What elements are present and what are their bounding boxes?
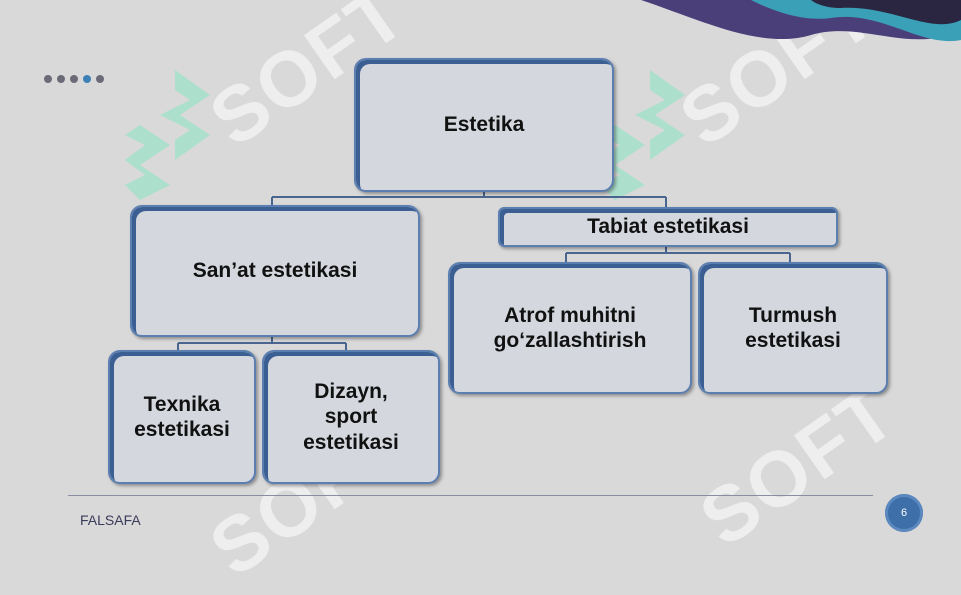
left-child-node: Texnika estetikasi [108, 350, 256, 484]
left-child-label: Dizayn, sport estetikasi [303, 380, 399, 454]
dot-indicator [44, 75, 52, 83]
right-branch-node: Tabiat estetikasi [498, 207, 838, 247]
left-child-label: Texnika estetikasi [134, 392, 230, 441]
right-child-label: Turmush estetikasi [745, 303, 841, 352]
footer-divider [68, 495, 873, 496]
right-branch-label: Tabiat estetikasi [587, 215, 749, 239]
dot-indicator [70, 75, 78, 83]
corner-wave-decoration [641, 0, 961, 42]
dot-indicator [96, 75, 104, 83]
tree-connectors [177, 190, 791, 350]
left-child-node: Dizayn, sport estetikasi [262, 350, 440, 484]
root-node-label: Estetika [443, 113, 525, 137]
right-child-node: Turmush estetikasi [698, 262, 888, 394]
root-node: Estetika [354, 58, 614, 192]
slide-dots [44, 75, 104, 83]
left-branch-label: San’at estetikasi [192, 259, 358, 283]
left-branch-node: San’at estetikasi [130, 205, 420, 337]
footer-title: FALSAFA [80, 512, 141, 528]
dot-indicator [57, 75, 65, 83]
watermark-logo-icon [125, 70, 210, 200]
dot-indicator-active [83, 75, 91, 83]
right-child-node: Atrof muhitni go‘zallashtirish [448, 262, 692, 394]
page-number-badge: 6 [885, 494, 923, 532]
right-child-label: Atrof muhitni go‘zallashtirish [493, 303, 647, 352]
